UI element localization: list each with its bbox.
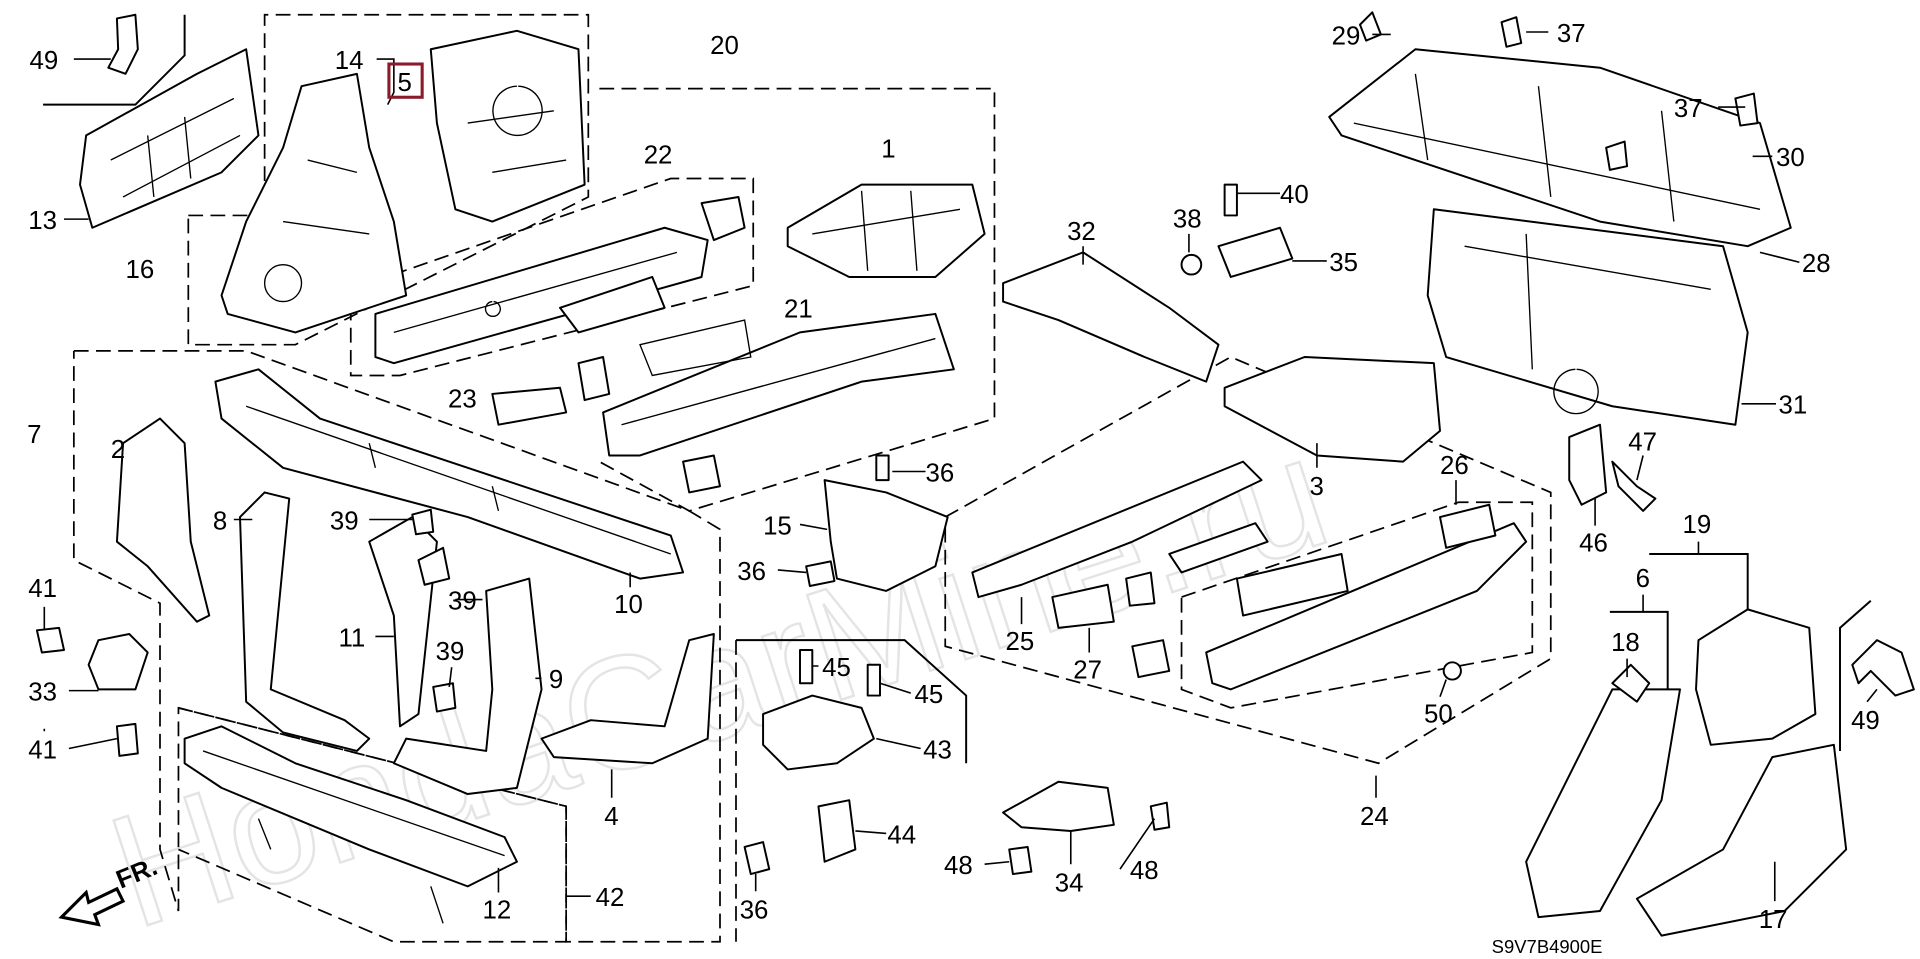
- callout-43[interactable]: 43: [923, 736, 952, 764]
- callout-41[interactable]: 41: [28, 736, 57, 764]
- callout-8[interactable]: 8: [213, 507, 227, 535]
- callout-36[interactable]: 36: [737, 558, 766, 586]
- callout-1[interactable]: 1: [881, 136, 895, 164]
- callout-32[interactable]: 32: [1067, 218, 1096, 246]
- callout-4[interactable]: 4: [604, 803, 618, 831]
- callout-42[interactable]: 42: [596, 884, 625, 912]
- callout-2[interactable]: 2: [111, 436, 125, 464]
- callout-34[interactable]: 34: [1055, 869, 1084, 897]
- callout-20[interactable]: 20: [710, 32, 739, 60]
- callout-45[interactable]: 45: [914, 681, 943, 709]
- diagram-code: S9V7B4900E: [1492, 936, 1603, 957]
- callout-18[interactable]: 18: [1611, 629, 1640, 657]
- callout-36[interactable]: 36: [740, 896, 769, 924]
- callout-19[interactable]: 19: [1682, 511, 1711, 539]
- callout-14[interactable]: 14: [335, 47, 364, 75]
- callout-12[interactable]: 12: [482, 896, 511, 924]
- callout-21[interactable]: 21: [784, 296, 813, 324]
- callout-29[interactable]: 29: [1332, 22, 1361, 50]
- callout-26[interactable]: 26: [1440, 452, 1469, 480]
- callout-15[interactable]: 15: [763, 512, 792, 540]
- callout-37[interactable]: 37: [1557, 20, 1586, 48]
- callout-28[interactable]: 28: [1802, 250, 1831, 278]
- callout-22[interactable]: 22: [644, 142, 673, 170]
- callout-24[interactable]: 24: [1360, 803, 1389, 831]
- callout-45[interactable]: 45: [822, 654, 851, 682]
- callout-39[interactable]: 39: [448, 587, 477, 615]
- callout-36[interactable]: 36: [926, 459, 955, 487]
- callout-48[interactable]: 48: [944, 852, 973, 880]
- callout-49[interactable]: 49: [30, 47, 59, 75]
- callout-3[interactable]: 3: [1310, 473, 1324, 501]
- callout-39[interactable]: 39: [436, 638, 465, 666]
- highlight-box-5: [387, 62, 424, 99]
- callout-17[interactable]: 17: [1759, 906, 1788, 934]
- callout-6[interactable]: 6: [1636, 565, 1650, 593]
- leader-lines: [43, 31, 1878, 902]
- callout-30[interactable]: 30: [1776, 144, 1805, 172]
- callout-31[interactable]: 31: [1778, 392, 1807, 420]
- callouts: 49 14 5 20 29 37 37 30 40 38 35 32 28 13…: [27, 20, 1880, 934]
- callout-25[interactable]: 25: [1006, 628, 1035, 656]
- callout-9[interactable]: 9: [549, 666, 563, 694]
- callout-44[interactable]: 44: [887, 821, 916, 849]
- front-arrow-icon: [58, 886, 126, 927]
- callout-38[interactable]: 38: [1173, 206, 1202, 234]
- callout-23[interactable]: 23: [448, 385, 477, 413]
- callout-5[interactable]: 5: [398, 69, 412, 97]
- callout-11[interactable]: 11: [338, 624, 365, 652]
- callout-35[interactable]: 35: [1329, 249, 1358, 277]
- callout-7[interactable]: 7: [27, 421, 41, 449]
- callout-48[interactable]: 48: [1130, 857, 1159, 885]
- callout-50[interactable]: 50: [1424, 701, 1453, 729]
- callout-41[interactable]: 41: [28, 575, 57, 603]
- callout-47[interactable]: 47: [1628, 429, 1657, 457]
- callout-27[interactable]: 27: [1073, 656, 1102, 684]
- callout-33[interactable]: 33: [28, 678, 57, 706]
- part-illustrations: [35, 11, 1915, 937]
- callout-39[interactable]: 39: [330, 507, 359, 535]
- callout-16[interactable]: 16: [126, 256, 155, 284]
- callout-37[interactable]: 37: [1674, 95, 1703, 123]
- callout-49[interactable]: 49: [1851, 707, 1880, 735]
- callout-10[interactable]: 10: [614, 591, 643, 619]
- callout-40[interactable]: 40: [1280, 181, 1309, 209]
- callout-46[interactable]: 46: [1579, 530, 1608, 558]
- callout-13[interactable]: 13: [28, 207, 57, 235]
